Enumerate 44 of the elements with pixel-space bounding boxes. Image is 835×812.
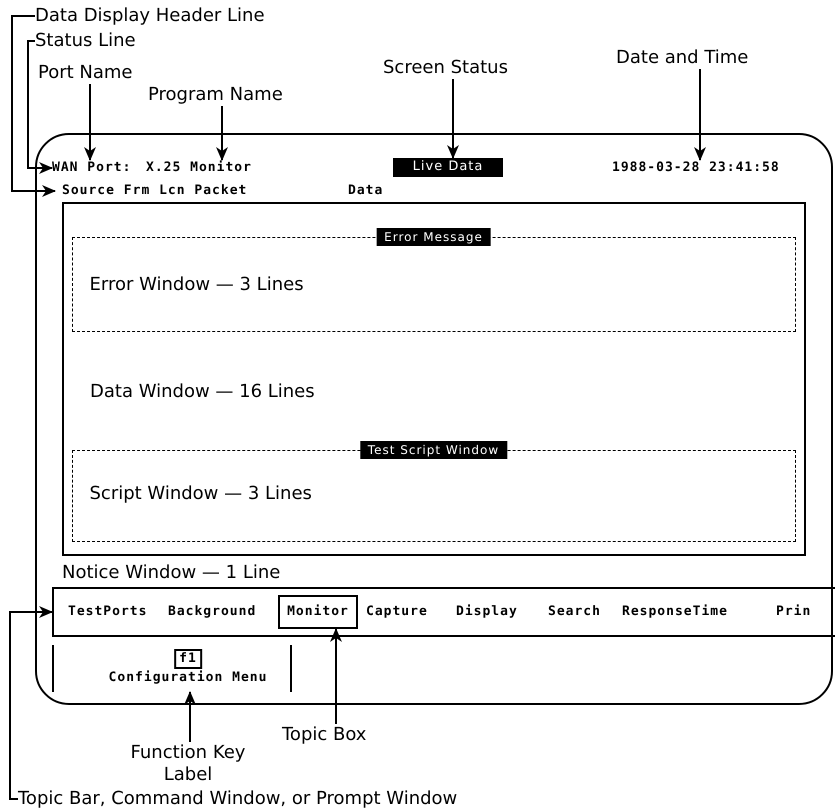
arrow <box>330 628 342 724</box>
arrow <box>11 15 56 197</box>
topic-item: TestPorts <box>68 604 148 620</box>
port-name-text: WAN Port: <box>52 160 144 176</box>
function-key-label: Configuration Menu <box>108 670 268 686</box>
window-label: Notice Window — 1 Line <box>62 562 280 584</box>
callout-label: Function Key Label <box>118 742 258 788</box>
callout-label: Topic Bar, Command Window, or Prompt Window <box>18 788 528 810</box>
arrow <box>184 691 196 742</box>
arrow <box>84 84 96 161</box>
callout-label: Status Line <box>35 30 145 52</box>
topic-item: Search <box>548 604 601 620</box>
window-label: Error Window — 3 Lines <box>90 274 304 296</box>
function-key-panel <box>52 645 292 692</box>
arrow <box>9 606 53 800</box>
topic-item: ResponseTime <box>622 604 728 620</box>
program-name-text: X.25 Monitor <box>146 160 264 176</box>
callout-label: Topic Box <box>282 724 392 746</box>
date-time-text: 1988-03-28 23:41:58 <box>612 160 798 176</box>
function-key-cap: f1 <box>174 649 202 669</box>
topic-item: Background <box>168 604 256 620</box>
topic-bar <box>52 587 835 637</box>
window-label: Data Window — 16 Lines <box>90 381 315 403</box>
callout-label: Program Name <box>148 84 288 106</box>
window-title: Test Script Window <box>360 440 508 458</box>
column-header: Data <box>348 183 384 199</box>
callout-label: Screen Status <box>383 57 523 79</box>
data-window-box <box>62 202 806 556</box>
callout-label: Data Display Header Line <box>35 5 295 27</box>
arrow <box>27 40 53 174</box>
arrow <box>447 79 459 159</box>
topic-item: Display <box>456 604 518 620</box>
screen-status-badge: Live Data <box>393 158 503 177</box>
callout-label: Date and Time <box>616 47 766 69</box>
column-header: Source Frm Lcn Packet <box>62 183 248 199</box>
window-title: Error Message <box>376 228 491 246</box>
window-label: Script Window — 3 Lines <box>90 482 312 504</box>
topic-item: Capture <box>366 604 428 620</box>
screen-frame <box>35 133 833 705</box>
arrow <box>216 106 228 161</box>
arrow <box>694 69 706 161</box>
topic-item: Prin <box>776 604 812 620</box>
callout-label: Port Name <box>38 62 138 84</box>
topic-box: Monitor <box>278 595 358 629</box>
